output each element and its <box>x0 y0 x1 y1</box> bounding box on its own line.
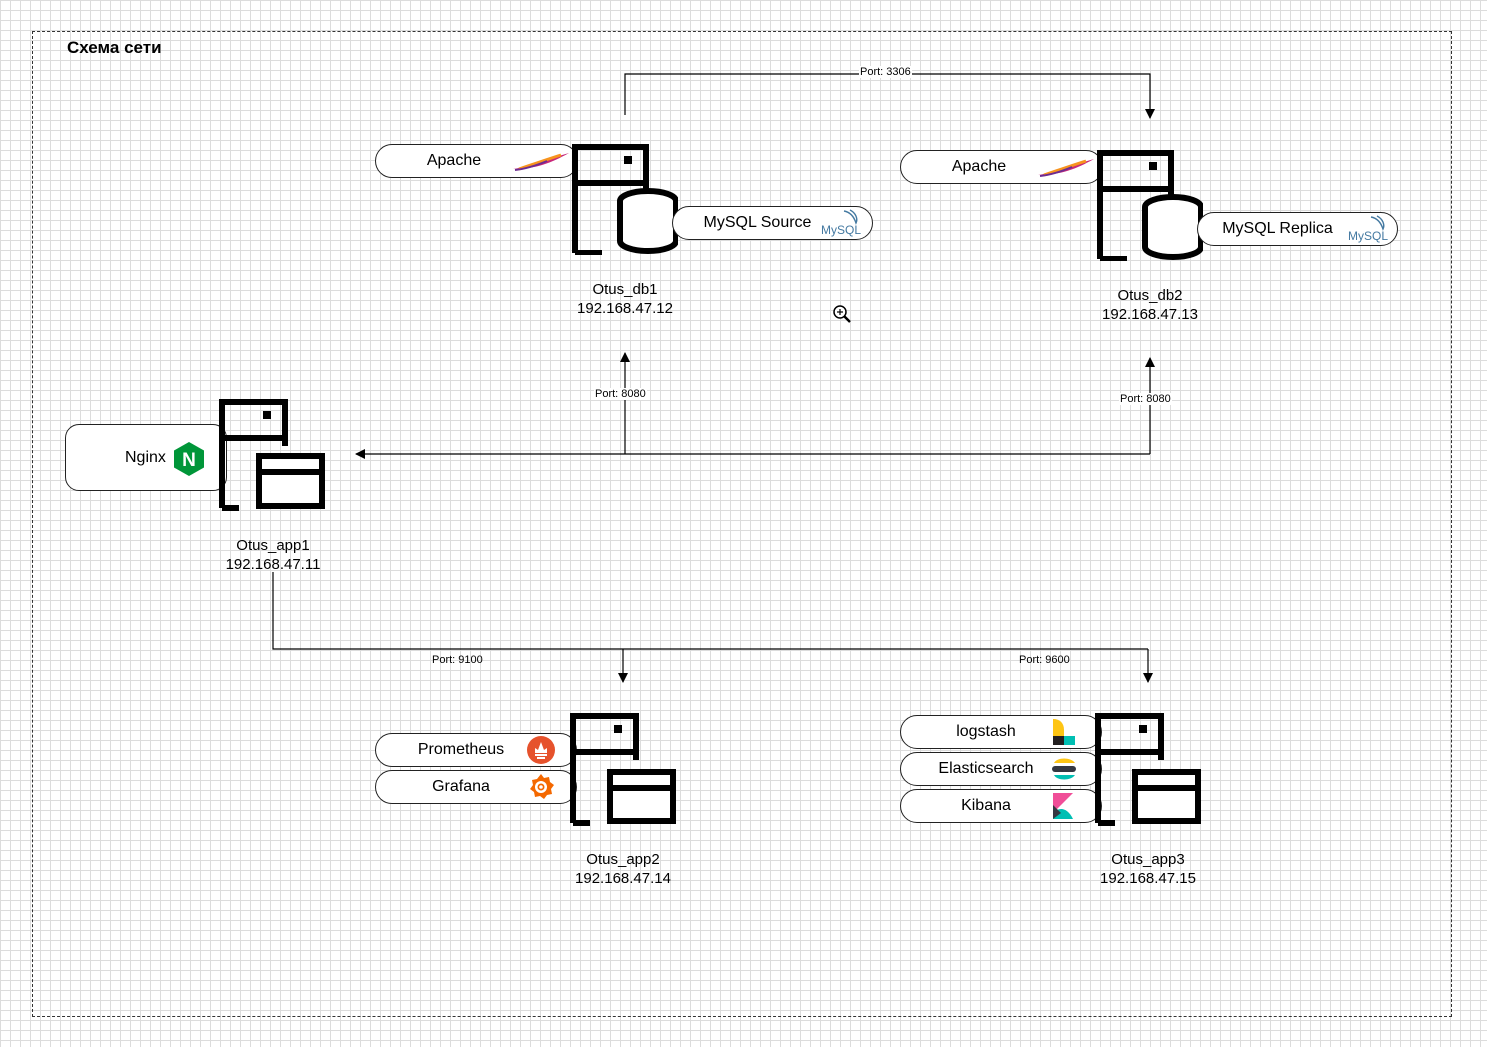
apache-feather-icon <box>513 153 569 171</box>
port-label-9100: Port: 9100 <box>432 654 483 666</box>
mysql-icon: MySQL <box>1348 215 1388 243</box>
nginx-service-box: Nginx N <box>65 424 227 491</box>
app1-label: Otus_app1 192.168.47.11 <box>213 536 333 574</box>
replication-link <box>624 73 1155 119</box>
mysql-source-pill: MySQL Source MySQL <box>672 206 873 240</box>
mysql-logo-text: MySQL <box>821 223 861 237</box>
elasticsearch-label: Elasticsearch <box>938 760 1034 777</box>
app2-server-icon <box>570 713 676 826</box>
db1-label: Otus_db1 192.168.47.12 <box>565 280 685 318</box>
mysql-icon: MySQL <box>821 209 861 237</box>
app1-name: Otus_app1 <box>236 537 310 554</box>
elasticsearch-service-pill: Elasticsearch <box>900 752 1102 786</box>
apache-label: Apache <box>426 152 482 169</box>
grafana-label: Grafana <box>432 778 490 795</box>
port-label-db1-8080: Port: 8080 <box>594 388 647 400</box>
logstash-icon <box>1053 719 1075 745</box>
apache-label-db2: Apache <box>951 158 1007 175</box>
logstash-label: logstash <box>956 723 1016 740</box>
prometheus-icon <box>527 736 555 764</box>
diagram-title: Схема сети <box>67 38 162 57</box>
app2-name: Otus_app2 <box>586 851 660 868</box>
nginx-label: Nginx <box>125 449 166 466</box>
nginx-logo-letter: N <box>182 450 196 471</box>
nginx-icon: N <box>174 442 204 476</box>
kibana-icon <box>1053 793 1073 819</box>
diagram-frame <box>32 31 1452 1017</box>
zoom-cursor-icon <box>833 305 851 323</box>
mysql-logo-text-db2: MySQL <box>1348 229 1388 243</box>
db1-server-icon <box>572 144 678 255</box>
logstash-service-pill: logstash <box>900 715 1102 749</box>
db2-server-icon <box>1097 150 1203 261</box>
apache-service-pill-db2: Apache <box>900 150 1103 184</box>
mysql-source-label: MySQL Source <box>703 214 812 231</box>
elasticsearch-icon <box>1052 758 1076 780</box>
app3-label: Otus_app3 192.168.47.15 <box>1088 850 1208 888</box>
grafana-icon <box>530 774 554 799</box>
kibana-service-pill: Kibana <box>900 789 1102 823</box>
mysql-replica-pill: MySQL Replica MySQL <box>1197 212 1398 246</box>
db2-name: Otus_db2 <box>1117 287 1183 304</box>
db2-ip: 192.168.47.13 <box>1102 306 1198 323</box>
app2-label: Otus_app2 192.168.47.14 <box>563 850 683 888</box>
prometheus-service-pill: Prometheus <box>375 733 577 767</box>
db2-label: Otus_db2 192.168.47.13 <box>1090 286 1210 324</box>
app-bus-line <box>272 572 1148 650</box>
app3-name: Otus_app3 <box>1111 851 1185 868</box>
app1-ip: 192.168.47.11 <box>225 556 321 573</box>
app3-server-icon <box>1095 713 1201 826</box>
port-label-db2-8080: Port: 8080 <box>1119 393 1172 405</box>
mysql-replica-label: MySQL Replica <box>1222 220 1333 237</box>
app3-ip: 192.168.47.15 <box>1100 870 1196 887</box>
app2-ip: 192.168.47.14 <box>575 870 671 887</box>
kibana-label: Kibana <box>961 797 1011 814</box>
apache-feather-icon <box>1038 159 1094 177</box>
prometheus-label: Prometheus <box>417 741 505 758</box>
port-label-3306: Port: 3306 <box>859 66 912 78</box>
port-label-9600: Port: 9600 <box>1019 654 1070 666</box>
db1-ip: 192.168.47.12 <box>577 300 673 317</box>
apache-service-pill: Apache <box>375 144 578 178</box>
db1-name: Otus_db1 <box>592 281 658 298</box>
grafana-service-pill: Grafana <box>375 770 577 804</box>
app1-server-icon <box>219 399 325 511</box>
